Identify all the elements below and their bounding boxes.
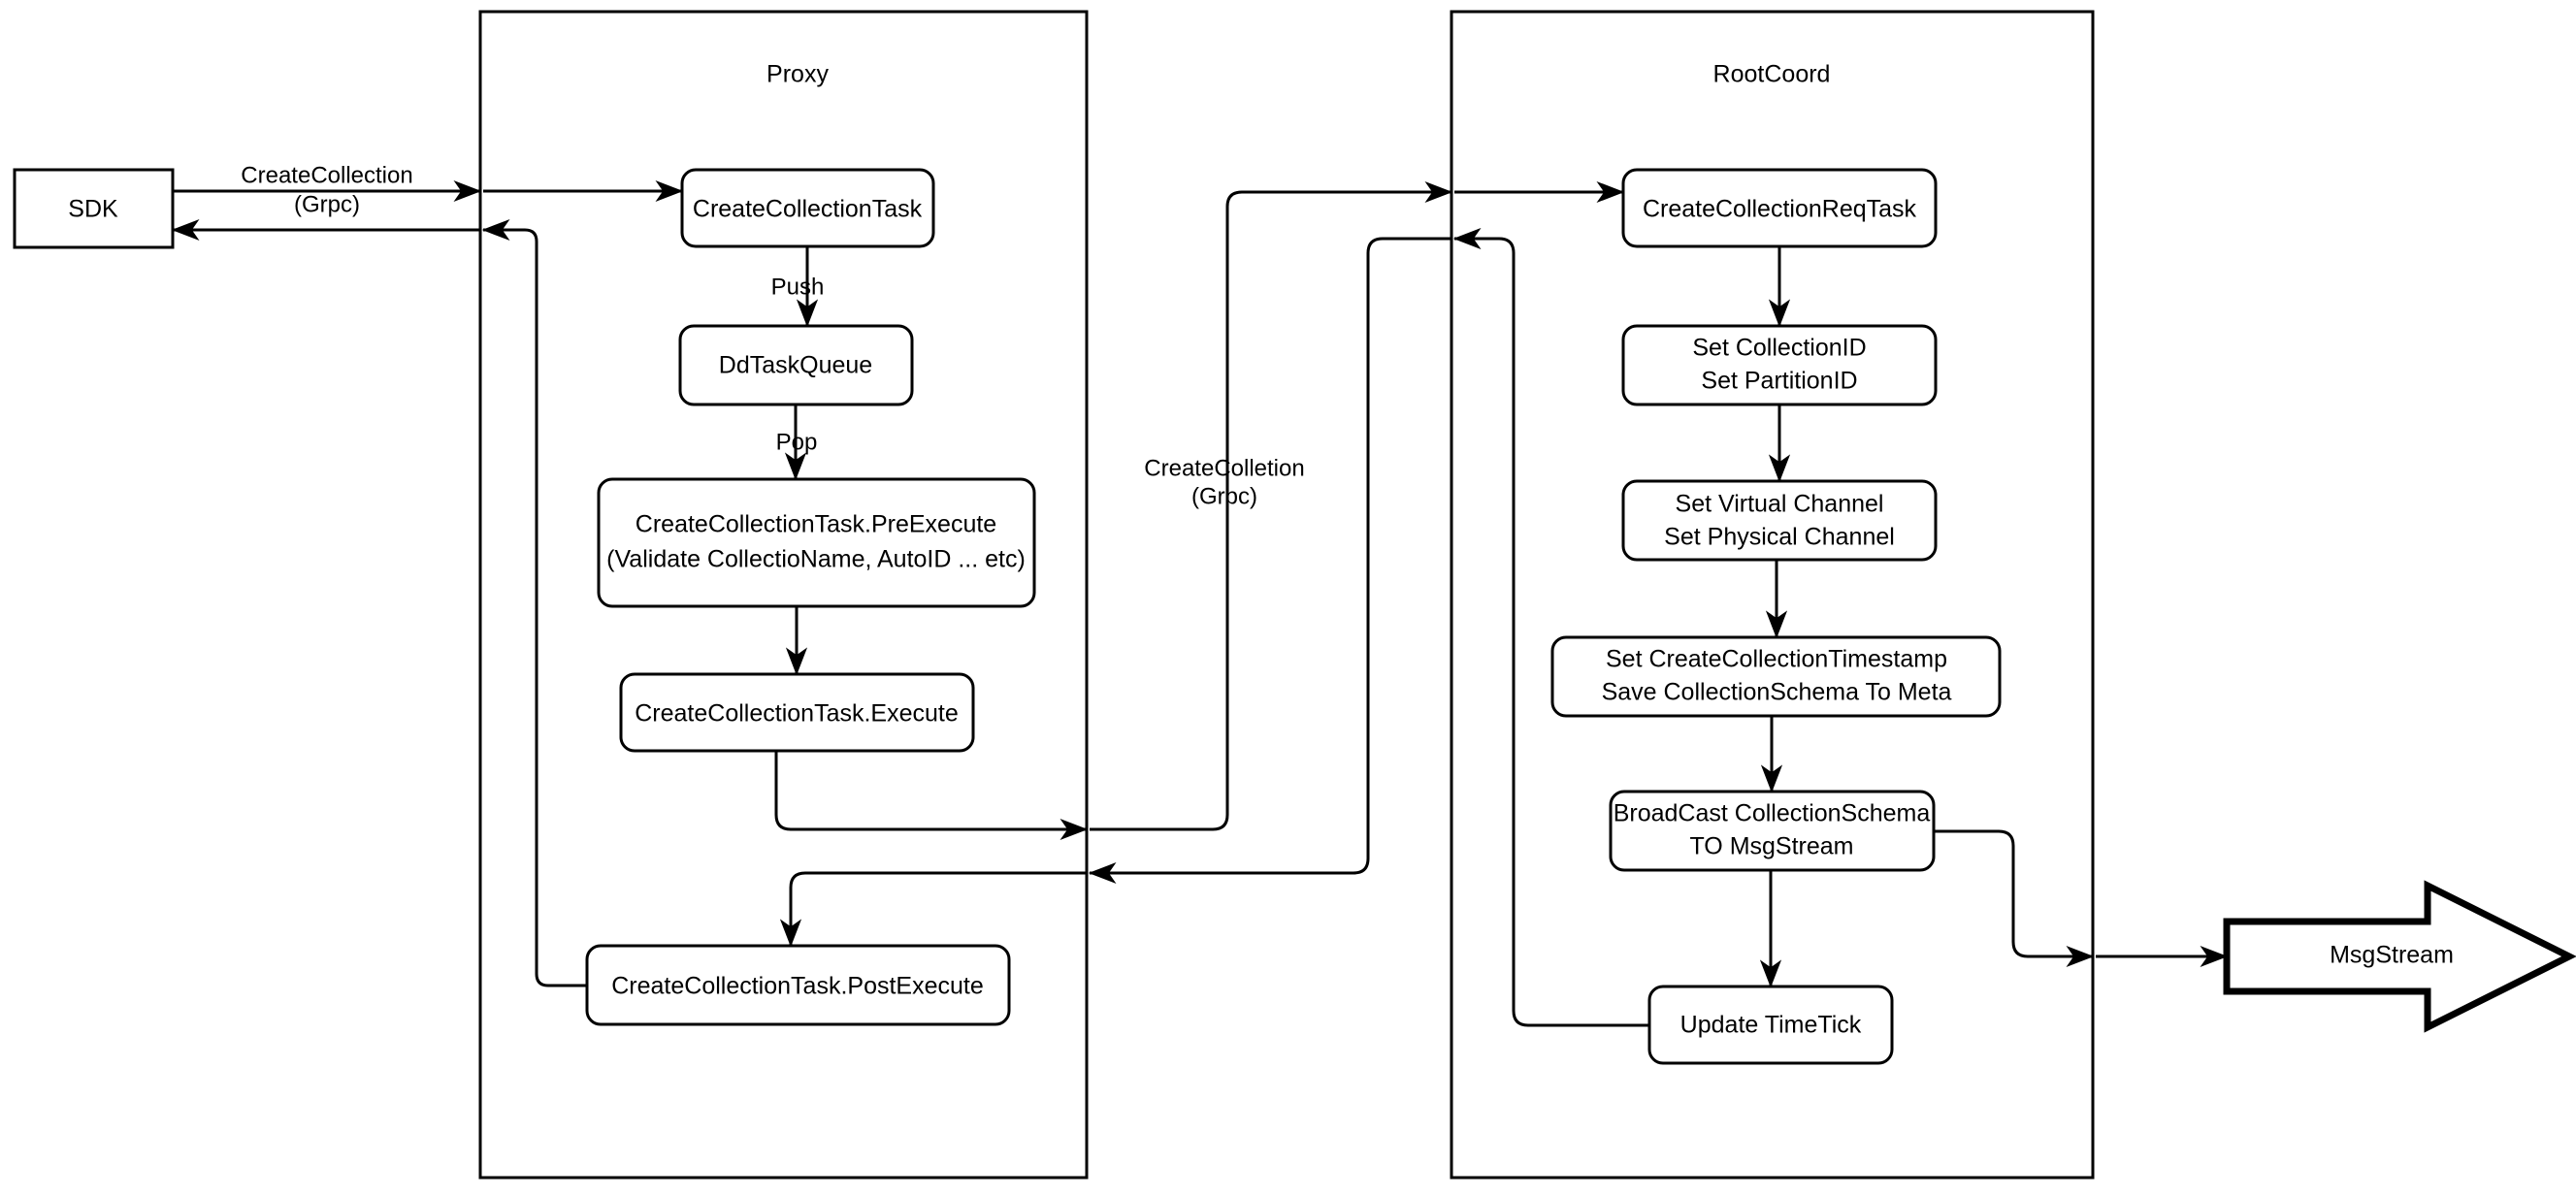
edge-execute-to-proxy-boundary (774, 751, 1089, 841)
edge-rootcoord-to-proxy-return (1088, 237, 1451, 885)
broadcast-label-line2: TO MsgStream (1689, 833, 1853, 860)
set-timestamp-label-line2: Save CollectionSchema To Meta (1602, 679, 1952, 706)
node-create-collection-task[interactable]: CreateCollectionTask (680, 168, 935, 248)
set-ids-label-line2: Set PartitionID (1701, 368, 1857, 395)
node-dd-task-queue[interactable]: DdTaskQueue (678, 324, 914, 406)
node-msgstream[interactable]: MsgStream (2223, 880, 2576, 1033)
edge-post-execute-to-sdk (481, 218, 587, 987)
edge-proxy-boundary-to-post-execute (779, 871, 1087, 948)
edge-updatetimetick-to-return (1452, 227, 1649, 1027)
set-channels-label-line2: Set Physical Channel (1664, 524, 1895, 551)
node-set-ids[interactable]: Set CollectionID Set PartitionID (1621, 324, 1938, 406)
rootcoord-container-title: RootCoord (1713, 61, 1831, 88)
edge-label-create-colletion-grpc: CreateColletion (Grpc) (1144, 455, 1304, 509)
edge-label-pop: Pop (776, 429, 818, 455)
edge-label-create-collection-grpc: CreateCollection (Grpc) (241, 162, 412, 217)
node-execute[interactable]: CreateCollectionTask.Execute (619, 672, 975, 753)
pre-execute-box[interactable] (597, 477, 1036, 608)
node-update-timetick[interactable]: Update TimeTick (1647, 985, 1894, 1065)
set-ids-label-line1: Set CollectionID (1692, 335, 1866, 362)
edge-broadcast-to-rootcoord-boundary (1934, 829, 2095, 968)
node-sdk[interactable]: SDK (13, 168, 175, 249)
proxy-rootcoord-edge-label-line2: (Grpc) (1191, 483, 1257, 509)
set-timestamp-label-line1: Set CreateCollectionTimestamp (1606, 646, 1947, 673)
sdk-edge-label-line1: CreateCollection (241, 162, 412, 188)
node-broadcast[interactable]: BroadCast CollectionSchema TO MsgStream (1609, 790, 1936, 872)
edge-label-push: Push (771, 274, 825, 300)
dd-task-queue-label: DdTaskQueue (719, 352, 872, 379)
create-collection-req-task-label: CreateCollectionReqTask (1643, 196, 1917, 223)
sdk-box[interactable] (13, 168, 175, 249)
edge-proxy-to-rootcoord (1090, 180, 1453, 831)
node-set-timestamp[interactable]: Set CreateCollectionTimestamp Save Colle… (1550, 635, 2002, 718)
set-channels-label-line1: Set Virtual Channel (1676, 491, 1884, 518)
broadcast-label-line1: BroadCast CollectionSchema (1614, 800, 1931, 827)
update-timetick-label: Update TimeTick (1680, 1012, 1862, 1039)
msgstream-label: MsgStream (2330, 942, 2454, 969)
pre-execute-label-line1: CreateCollectionTask.PreExecute (636, 511, 996, 538)
node-set-channels[interactable]: Set Virtual Channel Set Physical Channel (1621, 479, 1938, 562)
sdk-label: SDK (68, 196, 118, 223)
node-create-collection-req-task[interactable]: CreateCollectionReqTask (1621, 168, 1938, 248)
msgstream-arrow-shape[interactable] (2223, 880, 2576, 1033)
node-post-execute[interactable]: CreateCollectionTask.PostExecute (585, 944, 1011, 1026)
proxy-rootcoord-edge-label-line1: CreateColletion (1144, 455, 1304, 481)
proxy-container-title: Proxy (766, 61, 829, 88)
node-pre-execute[interactable]: CreateCollectionTask.PreExecute (Validat… (597, 477, 1036, 608)
sdk-edge-label-line2: (Grpc) (294, 191, 360, 217)
post-execute-label: CreateCollectionTask.PostExecute (611, 973, 984, 1000)
create-collection-task-label: CreateCollectionTask (693, 196, 923, 223)
execute-label: CreateCollectionTask.Execute (635, 700, 959, 728)
pre-execute-label-line2: (Validate CollectioName, AutoID ... etc) (606, 546, 1026, 573)
